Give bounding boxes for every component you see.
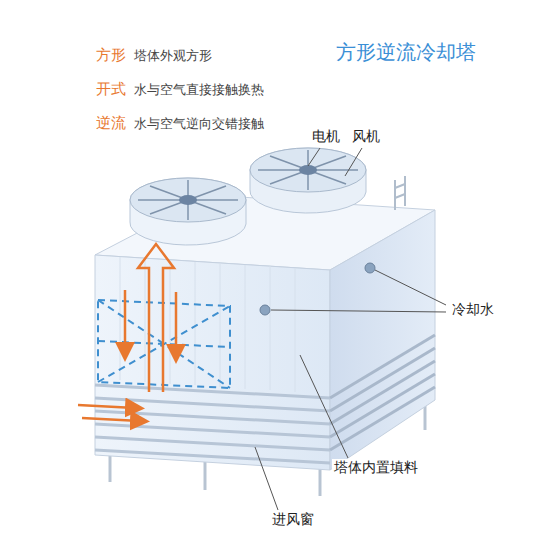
- part-label: 风机: [352, 128, 380, 145]
- legend-keyword: 开式: [96, 80, 126, 98]
- part-label: 电机: [312, 128, 340, 145]
- legend-description: 塔体外观方形: [134, 48, 212, 64]
- legend-keyword: 方形: [96, 46, 126, 64]
- legend-description: 水与空气直接接触换热: [134, 82, 264, 98]
- legend-keyword: 逆流: [96, 114, 126, 132]
- legend-description: 水与空气逆向交错接触: [134, 116, 264, 132]
- part-label: 塔体内置填料: [332, 459, 420, 476]
- part-label: 冷却水: [450, 301, 496, 318]
- part-label: 进风窗: [270, 511, 316, 528]
- diagram-title: 方形逆流冷却塔: [336, 40, 476, 64]
